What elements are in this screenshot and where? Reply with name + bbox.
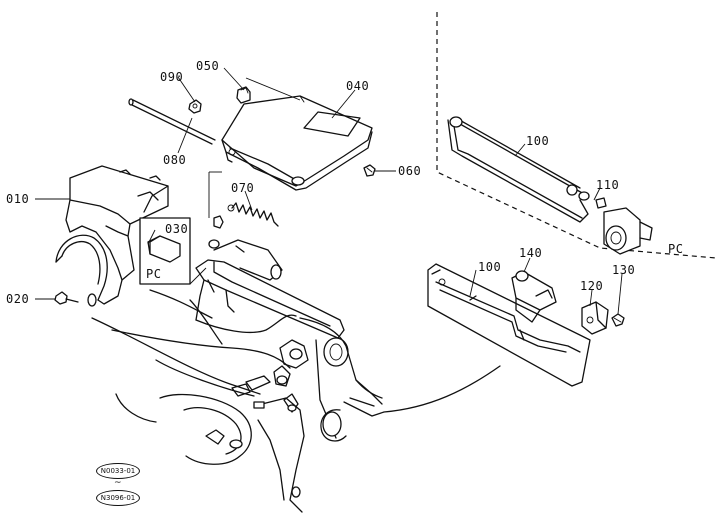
part-120-bracket <box>581 301 609 335</box>
serial-to-oval: N3096-01 <box>96 490 140 506</box>
pc-region-border <box>436 12 717 259</box>
label-120: 120 <box>580 279 604 293</box>
part-030-inset-box <box>139 217 191 285</box>
part-140-bracket <box>511 270 557 323</box>
label-010: 010 <box>6 192 30 206</box>
part-080-rod <box>128 98 216 145</box>
leader-lines <box>35 67 623 315</box>
label-140: 140 <box>519 246 543 260</box>
serial-from-oval: N0033-01 <box>96 463 140 479</box>
label-100-lower: 100 <box>478 260 502 274</box>
part-050-clip <box>236 86 251 104</box>
label-090: 090 <box>160 70 184 84</box>
label-pc-left: PC <box>146 267 162 281</box>
part-090-nut <box>188 99 202 114</box>
label-110: 110 <box>596 178 620 192</box>
part-110-knob <box>595 197 653 255</box>
part-020-bolt <box>54 291 79 305</box>
label-060: 060 <box>398 164 422 178</box>
label-100-upper: 100 <box>526 134 550 148</box>
part-100-lower-bracket <box>427 263 591 387</box>
label-pc-right: PC <box>668 242 684 256</box>
label-130: 130 <box>612 263 636 277</box>
part-070-spring <box>227 202 279 227</box>
label-040: 040 <box>346 79 370 93</box>
label-070: 070 <box>231 181 255 195</box>
part-100-upper-bar <box>447 116 590 223</box>
pc-inset-link <box>189 267 207 285</box>
part-130-screw <box>611 313 625 327</box>
small-screw <box>213 215 224 229</box>
part-010-shield <box>55 165 169 307</box>
label-050: 050 <box>196 59 220 73</box>
part-040-cover <box>221 95 373 191</box>
label-080: 080 <box>163 153 187 167</box>
label-030: 030 <box>165 222 189 236</box>
machine-frame <box>91 239 501 513</box>
label-020: 020 <box>6 292 30 306</box>
part-060-screw <box>363 164 376 177</box>
serial-separator: ~ <box>114 478 122 488</box>
